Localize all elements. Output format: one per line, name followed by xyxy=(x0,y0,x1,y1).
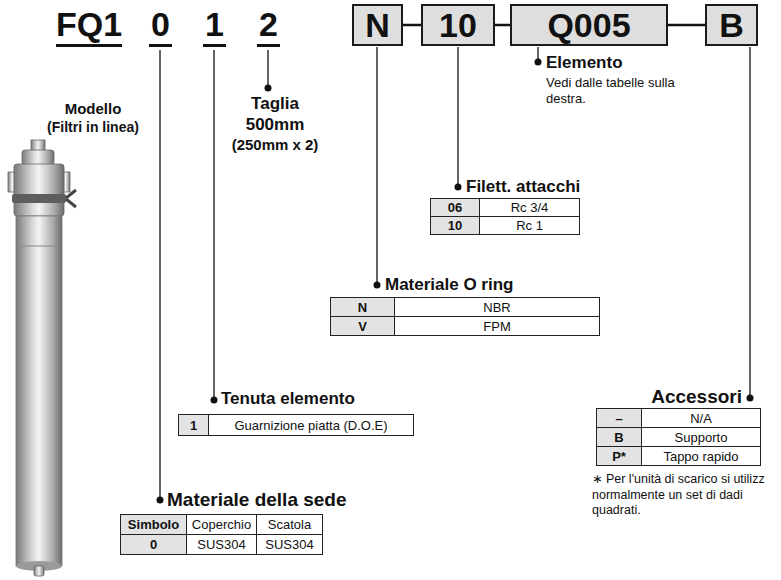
table-cell: SUS304 xyxy=(256,534,323,555)
table-cell: Rc 1 xyxy=(479,216,580,235)
size-label: Taglia xyxy=(251,94,299,114)
table-cell: P* xyxy=(596,446,642,466)
model-label: Modello xyxy=(65,100,122,117)
oring-label: Materiale O ring xyxy=(385,275,513,295)
element-note: Vedi dalle tabelle sulla destra. xyxy=(546,75,688,106)
table-cell: Rc 3/4 xyxy=(479,198,580,217)
port-thread-label: Filett. attacchi xyxy=(466,177,580,197)
leader-line xyxy=(213,50,214,397)
size-code: 2 xyxy=(257,4,280,47)
table-cell: 1 xyxy=(178,414,209,436)
leader-dot xyxy=(374,282,381,289)
leader-line xyxy=(267,50,268,85)
code-separator xyxy=(403,24,421,27)
size-value: (250mm x 2) xyxy=(232,136,319,153)
table-cell: FPM xyxy=(394,316,600,336)
code-separator xyxy=(668,24,705,27)
table-cell: Supporto xyxy=(641,427,761,447)
table-cell: SUS304 xyxy=(186,534,257,555)
table-cell: 0 xyxy=(120,534,187,555)
leader-line xyxy=(537,47,538,59)
vent-plug xyxy=(31,140,45,151)
code-box: N xyxy=(352,4,403,46)
code-box: Q005 xyxy=(510,4,668,46)
leader-dot xyxy=(265,85,272,92)
leader-line xyxy=(376,47,377,282)
table-cell: N xyxy=(330,297,395,317)
clamp-band xyxy=(12,194,66,203)
seal-label: Tenuta elemento xyxy=(221,389,355,409)
filter-body xyxy=(8,140,76,576)
clamp-handle xyxy=(66,190,76,207)
leader-dot xyxy=(455,184,462,191)
material-code: 0 xyxy=(149,4,172,47)
table-cell: Scatola xyxy=(256,514,323,535)
element-label: Elemento xyxy=(546,53,623,73)
code-box: 10 xyxy=(421,4,495,46)
drain xyxy=(34,566,44,576)
table-cell: B xyxy=(596,427,642,447)
table-cell: Simbolo xyxy=(120,514,187,535)
accessory-label: Accessori xyxy=(651,386,742,408)
table-cell: V xyxy=(330,316,395,336)
filter-cap xyxy=(22,150,54,165)
code-text: B xyxy=(719,6,744,44)
code-text: Q005 xyxy=(547,6,630,44)
seal-code: 1 xyxy=(203,4,226,47)
body-material-label: Materiale della sede xyxy=(167,489,347,511)
size-value: 500mm xyxy=(246,115,305,135)
model-code: FQ1 xyxy=(56,4,122,47)
table-cell: NBR xyxy=(394,297,600,317)
code-text: N xyxy=(365,6,390,44)
table-cell: Coperchio xyxy=(186,514,257,535)
filter-head xyxy=(14,164,64,216)
leader-line xyxy=(159,50,160,497)
leader-line xyxy=(749,47,750,395)
code-box: B xyxy=(705,4,758,46)
bowl-seam xyxy=(18,246,60,247)
table-cell: Guarnizione piatta (D.O.E) xyxy=(208,414,414,436)
footnote: ∗ Per l'unità di scarico si utilizz norm… xyxy=(592,472,776,519)
code-text: 10 xyxy=(439,6,477,44)
leader-dot xyxy=(535,59,542,66)
table-cell: 06 xyxy=(430,198,480,217)
table-cell: 10 xyxy=(430,216,480,235)
table-cell: N/A xyxy=(641,408,761,428)
table-cell: – xyxy=(596,408,642,428)
model-label: (Filtri in linea) xyxy=(47,119,139,135)
leader-dot xyxy=(211,397,218,404)
filter-bowl xyxy=(16,216,62,566)
leader-dot xyxy=(747,395,754,402)
leader-line xyxy=(457,47,458,184)
table-cell: Tappo rapido xyxy=(641,446,761,466)
code-separator xyxy=(495,24,510,27)
leader-dot xyxy=(157,497,164,504)
